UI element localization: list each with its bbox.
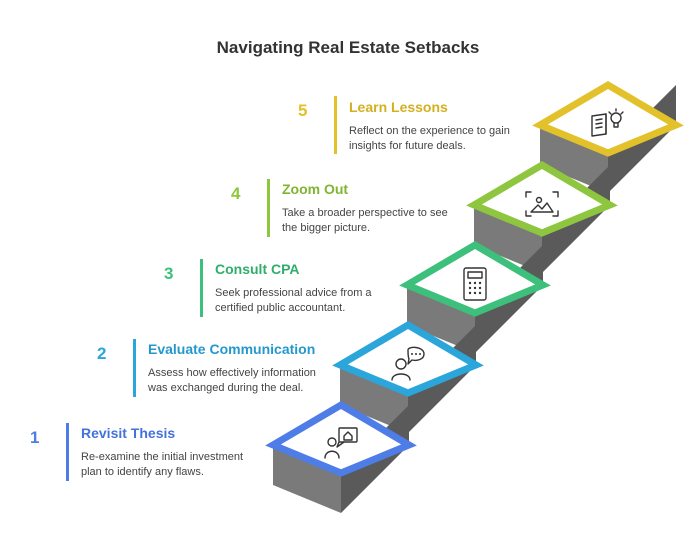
calculator-icon [463,267,487,301]
step-4-title: Zoom Out [282,181,349,197]
step-5-description: Reflect on the experience to gain insigh… [349,124,539,154]
step-2-desc-line-1: Assess how effectively information [148,367,316,379]
step-2-accent-bar [133,339,136,397]
step-1-description: Re-examine the initial investment plan t… [81,450,271,480]
step-1-number: 1 [30,428,40,447]
image-frame-icon [525,191,559,217]
step-4-desc-line-2: the bigger picture. [282,222,371,234]
step-5-block [532,80,684,193]
step-1-desc-line-2: plan to identify any flaws. [81,466,204,478]
step-4-number: 4 [231,184,241,203]
step-3-description: Seek professional advice from a certifie… [215,286,405,316]
step-1-accent-bar [66,423,69,481]
step-3-title: Consult CPA [215,261,300,277]
step-3-desc-line-2: certified public accountant. [215,302,346,314]
step-5-desc-line-1: Reflect on the experience to gain [349,125,510,137]
step-3-number: 3 [164,264,174,283]
person-chat-icon [391,346,425,381]
step-1-block [265,400,417,513]
step-4-accent-bar [267,179,270,237]
step-5-desc-line-2: insights for future deals. [349,140,466,152]
step-2-desc-line-2: was exchanged during the deal. [148,382,304,394]
step-2-number: 2 [97,344,107,363]
step-5-number: 5 [298,101,308,120]
step-3-block [399,240,551,353]
step-2-block [332,320,484,433]
step-4-desc-line-1: Take a broader perspective to see [282,207,448,219]
step-1-desc-line-1: Re-examine the initial investment [81,451,244,463]
diagram-title: Navigating Real Estate Setbacks [216,38,480,57]
step-5-accent-bar [334,96,337,154]
step-3-accent-bar [200,259,203,317]
step-5-title: Learn Lessons [349,99,448,115]
step-3-desc-line-1: Seek professional advice from a [215,287,372,299]
step-4-description: Take a broader perspective to see the bi… [282,206,472,236]
step-2-title: Evaluate Communication [148,341,316,357]
step-1-title: Revisit Thesis [81,425,176,441]
step-2-description: Assess how effectively information was e… [148,366,338,396]
person-house-icon [324,427,358,459]
book-lightbulb-icon [591,108,624,137]
